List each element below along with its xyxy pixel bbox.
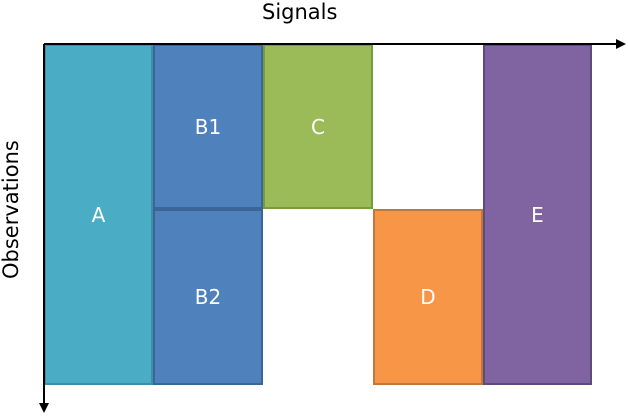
block-b1: B1 bbox=[153, 44, 263, 209]
block-a: A bbox=[44, 44, 153, 385]
x-arrow-icon bbox=[616, 39, 626, 49]
block-label: B1 bbox=[194, 114, 222, 139]
y-arrow-icon bbox=[39, 403, 49, 413]
block-label: C bbox=[311, 114, 325, 139]
block-label: E bbox=[531, 202, 544, 227]
x-axis-title: Signals bbox=[262, 0, 338, 24]
block-label: D bbox=[420, 285, 436, 309]
block-c: C bbox=[263, 44, 373, 209]
block-label: A bbox=[91, 202, 106, 227]
block-b2: B2 bbox=[153, 209, 263, 385]
block-d: D bbox=[373, 209, 483, 385]
block-label: B2 bbox=[194, 285, 222, 309]
